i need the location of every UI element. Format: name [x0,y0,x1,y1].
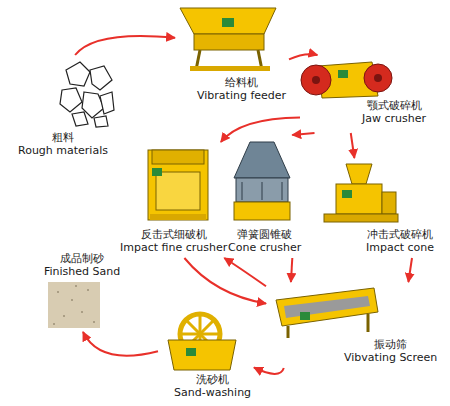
label-en: Cone crusher [228,241,301,254]
label-cn: 成品制砂 [44,252,120,265]
machine-node: 洗砂机Sand-washing [158,308,254,404]
machine-node: 给料机Vibrating feeder [175,0,289,108]
machine-node: 弹簧圆锥破Cone crusher [226,135,304,258]
washer-figure [168,314,236,370]
machine-node: 粗料Rough materials [10,55,115,167]
flow-arrow [291,258,292,282]
label-cn: 振动筛 [344,338,437,351]
label-cn: 反击式细破机 [120,228,227,241]
flow-arrow [408,258,412,282]
label-cn: 粗料 [18,131,108,144]
label-en: Impact fine crusher [120,241,227,254]
machine-label: 粗料Rough materials [18,131,108,157]
label-en: Jaw crusher [362,112,426,125]
label-en: Impact cone [366,241,434,254]
label-cn: 洗砂机 [174,373,251,386]
sand-swatch [48,282,100,328]
machine-label: 颚式破碎机Jaw crusher [362,99,426,125]
flow-arrow [83,332,158,356]
cone-crusher-figure [234,142,290,220]
flow-arrow [184,258,266,304]
machine-label: 反击式细破机Impact fine crusher [120,228,227,254]
flow-arrow [221,117,300,142]
fine-crusher-figure [148,150,208,220]
flow-arrow [254,368,284,374]
machine-label: 洗砂机Sand-washing [174,373,251,399]
label-cn: 给料机 [197,76,286,89]
machine-label: 振动筛Vibvating Screen [344,338,437,364]
flow-arrow [289,54,317,59]
label-en: Vibvating Screen [344,351,437,364]
machine-label: 冲击式破碎机Impact cone [366,228,434,254]
machine-node: 成品制砂Finished Sand [38,250,128,332]
feeder-figure [180,8,276,71]
flow-arrow [75,36,175,55]
label-en: Vibrating feeder [197,89,286,102]
jaw-crusher-figure [301,62,392,98]
flow-arrow [292,133,314,135]
machine-label: 成品制砂Finished Sand [44,252,120,278]
machine-node: 振动筛Vibvating Screen [266,282,444,368]
machine-label: 弹簧圆锥破Cone crusher [228,228,301,254]
label-en: Sand-washing [174,386,251,399]
flow-arrow [351,133,355,158]
screen-figure [276,288,378,338]
flow-arrow [224,258,266,286]
label-cn: 颚式破碎机 [362,99,426,112]
impact-crusher-figure [324,164,398,222]
label-en: Finished Sand [44,265,120,278]
label-cn: 冲击式破碎机 [366,228,434,241]
rock-sketch [60,62,114,127]
machine-node: 冲击式破碎机Impact cone [316,158,444,258]
machine-node: 颚式破碎机Jaw crusher [300,55,445,133]
machine-label: 给料机Vibrating feeder [197,76,286,102]
label-cn: 弹簧圆锥破 [228,228,301,241]
label-en: Rough materials [18,144,108,157]
machine-node: 反击式细破机Impact fine crusher [116,142,230,258]
